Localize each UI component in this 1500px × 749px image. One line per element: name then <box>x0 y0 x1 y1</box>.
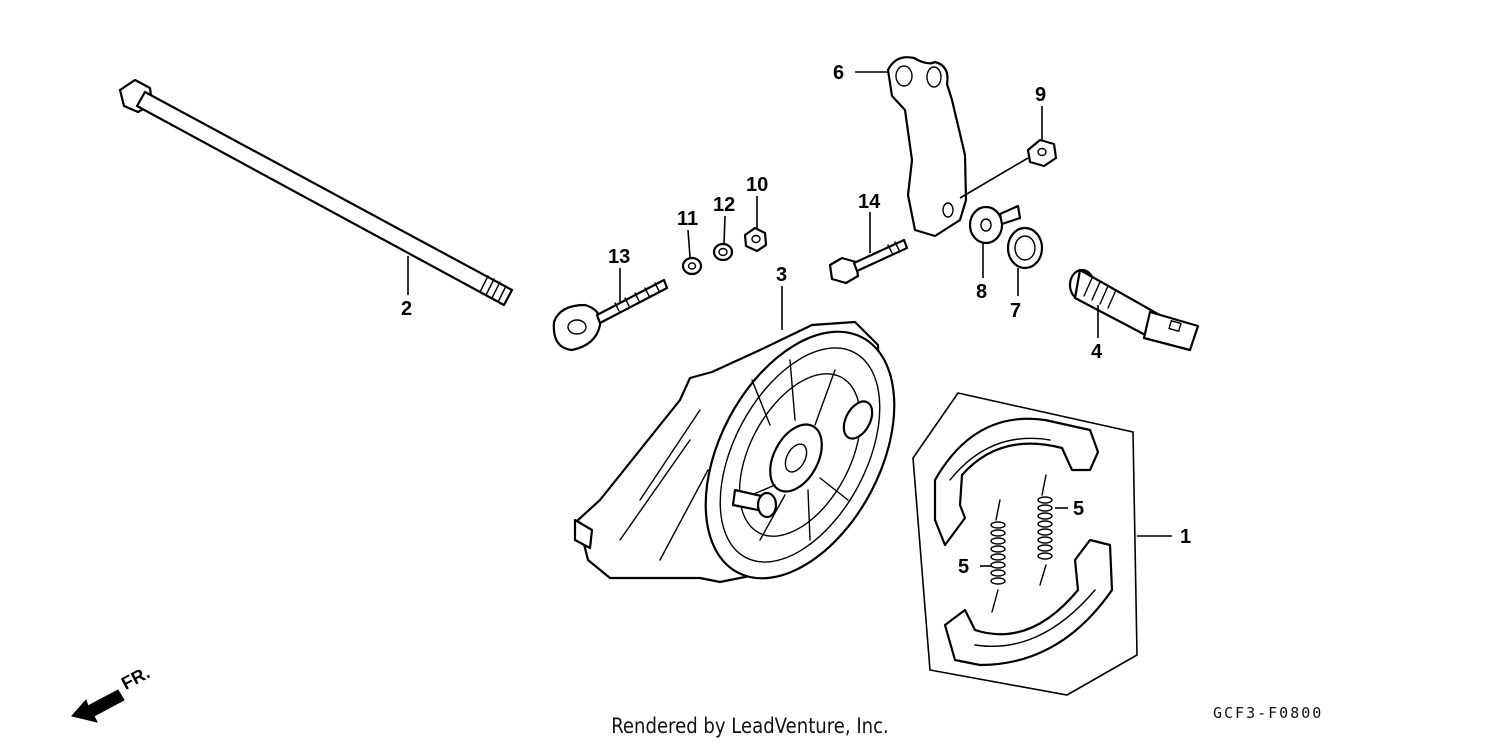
callout-8: 8 <box>976 281 987 303</box>
brake-cam-part[interactable] <box>1068 268 1200 352</box>
callout-14: 14 <box>858 191 881 213</box>
seal-part[interactable] <box>1006 226 1044 270</box>
callout-13: 13 <box>608 246 630 268</box>
nut-part-9[interactable] <box>1026 138 1058 168</box>
callout-11: 11 <box>677 208 698 230</box>
callout-3: 3 <box>776 264 787 286</box>
nut-part[interactable] <box>743 226 768 253</box>
indicator-plate-part[interactable] <box>968 204 1022 245</box>
callout-5b: 5 <box>958 556 969 578</box>
brake-panel-part[interactable] <box>573 300 933 610</box>
bolt-part[interactable] <box>828 238 909 285</box>
front-direction-arrow-icon <box>71 689 125 723</box>
rendered-by-caption: Rendered by LeadVenture, Inc. <box>611 714 889 738</box>
callout-12: 12 <box>713 194 735 216</box>
callout-4: 4 <box>1091 341 1103 363</box>
brake-shoe-set-part[interactable] <box>912 392 1138 696</box>
callout-6: 6 <box>833 62 844 84</box>
callout-1: 1 <box>1180 526 1191 548</box>
diagram-code: GCF3-F0800 <box>1213 704 1324 722</box>
callout-5a: 5 <box>1073 498 1084 520</box>
callout-2: 2 <box>401 298 412 320</box>
callout-10: 10 <box>746 174 768 196</box>
adjuster-bolt-part[interactable] <box>552 278 669 352</box>
lock-washer-part[interactable] <box>712 242 734 262</box>
brake-arm-part[interactable] <box>886 56 968 238</box>
axle-part[interactable] <box>118 78 514 307</box>
callout-7: 7 <box>1010 300 1021 322</box>
callout-9: 9 <box>1035 84 1046 106</box>
washer-part[interactable] <box>681 256 703 276</box>
